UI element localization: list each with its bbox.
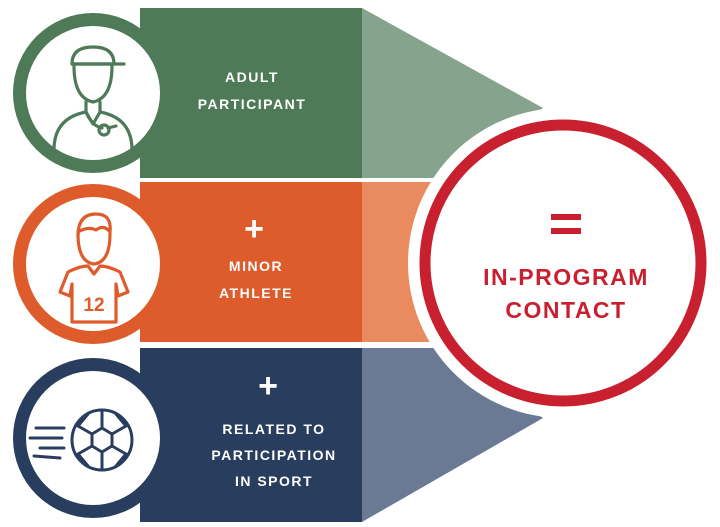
- navy-label-band: [140, 348, 362, 522]
- result-in-program-contact: IN-PROGRAM CONTACT: [408, 108, 718, 418]
- row3-label-line2: PARTICIPATION: [211, 447, 336, 463]
- result-ring: [419, 119, 707, 407]
- equals-icon: [551, 214, 581, 234]
- green-label-band: [140, 8, 362, 178]
- row2-label-line2: ATHLETE: [219, 285, 293, 301]
- result-label-line2: CONTACT: [505, 297, 626, 323]
- row-related-to-sport: + RELATED TO PARTICIPATION IN SPORT: [13, 348, 543, 522]
- moving-ball-icon: [28, 408, 134, 472]
- row2-plus-operator: +: [244, 210, 264, 248]
- jersey-number: 12: [83, 295, 104, 316]
- row3-plus-operator: +: [258, 367, 278, 405]
- row3-label-line3: IN SPORT: [235, 473, 313, 489]
- row2-label-line1: MINOR: [229, 258, 283, 274]
- child-athlete-jersey-icon: [58, 212, 130, 324]
- result-label-line1: IN-PROGRAM: [483, 264, 649, 290]
- row-minor-athlete: 12 + MINOR ATHLETE: [13, 182, 440, 344]
- row3-label-line1: RELATED TO: [222, 421, 325, 437]
- row1-label-line1: ADULT: [225, 69, 279, 85]
- orange-label-band: [140, 182, 362, 342]
- row1-label-line2: PARTICIPANT: [198, 96, 307, 112]
- coach-with-whistle-icon: [52, 45, 134, 152]
